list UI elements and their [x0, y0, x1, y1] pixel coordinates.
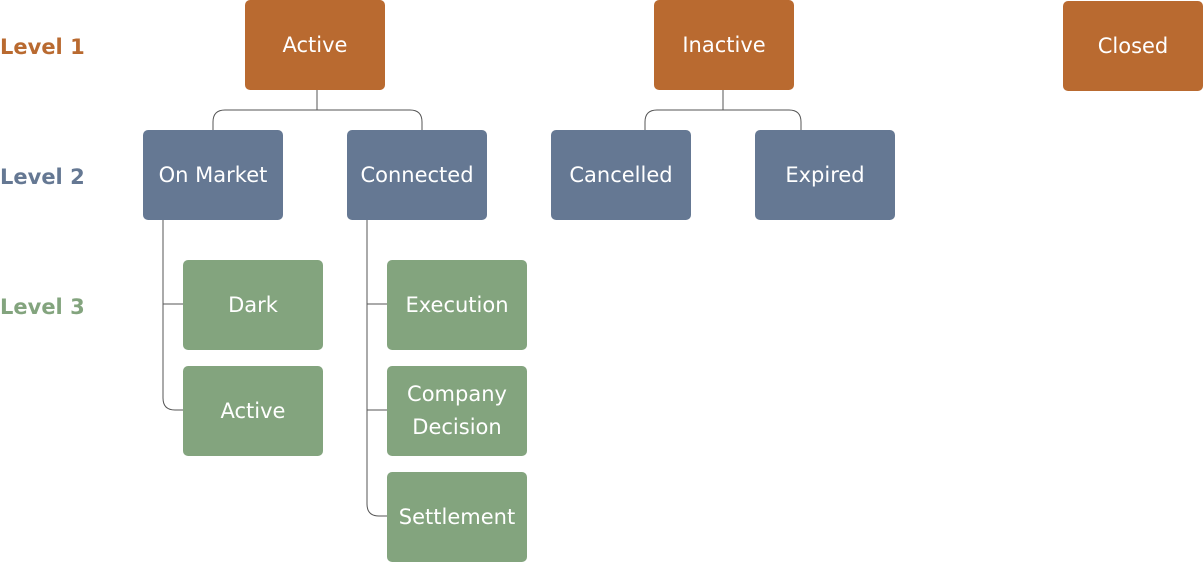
node-closed: Closed [1063, 1, 1203, 91]
node-cancelled: Cancelled [551, 130, 691, 220]
node-label: Cancelled [569, 162, 673, 187]
node-label: Settlement [398, 504, 516, 529]
node-label: Dark [228, 292, 278, 317]
node-execution: Execution [387, 260, 527, 350]
node-active-level3: Active [183, 366, 323, 456]
node-dark: Dark [183, 260, 323, 350]
node-label: Inactive [682, 32, 766, 57]
node-label: Execution [405, 292, 509, 317]
level-2-label: Level 2 [0, 165, 85, 189]
node-label: Expired [785, 162, 865, 187]
node-label: Active [282, 32, 348, 57]
node-label: Connected [360, 162, 474, 187]
node-label: Company Decision [407, 382, 507, 439]
node-on-market: On Market [143, 130, 283, 220]
node-inactive: Inactive [654, 0, 794, 90]
node-settlement: Settlement [387, 472, 527, 562]
node-label: Active [220, 398, 286, 423]
node-active: Active [245, 0, 385, 90]
node-label: Closed [1097, 33, 1169, 58]
level-3-label: Level 3 [0, 295, 85, 319]
node-label: On Market [158, 162, 268, 187]
node-connected: Connected [347, 130, 487, 220]
node-company-decision: Company Decision [387, 366, 527, 456]
level-1-label: Level 1 [0, 35, 85, 59]
node-expired: Expired [755, 130, 895, 220]
